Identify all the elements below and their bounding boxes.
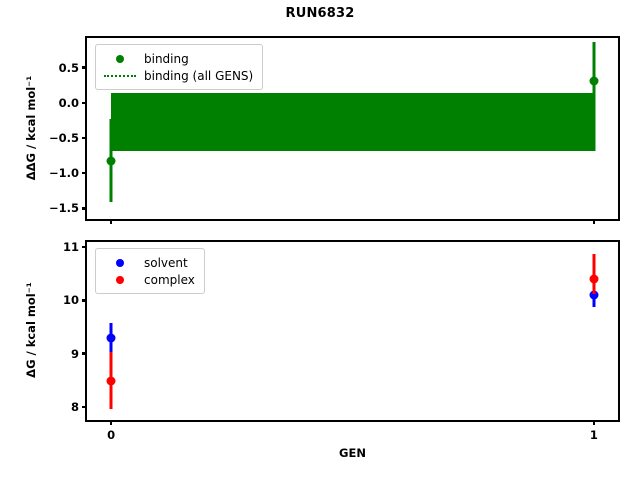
solvent-data-point <box>106 333 116 343</box>
y-tick-label: 0.0 <box>58 95 79 110</box>
x-tick <box>592 420 595 425</box>
bottom-panel-y-axis-label: ΔG / kcal mol⁻¹ <box>24 282 38 378</box>
bottom-panel-plot-area <box>87 242 618 420</box>
y-tick <box>82 352 87 355</box>
legend-item-solvent: solvent <box>103 254 195 271</box>
y-tick-label: −0.5 <box>48 131 79 145</box>
y-tick-label: 11 <box>62 240 79 255</box>
bottom-panel-legend: solvent complex <box>95 248 205 294</box>
x-axis-label: GEN <box>339 446 366 460</box>
legend-label: binding (all GENS) <box>144 68 254 83</box>
y-tick <box>82 246 87 249</box>
complex-marker-icon <box>103 275 137 284</box>
x-tick-label: 1 <box>589 428 598 442</box>
x-tick <box>110 420 113 425</box>
solvent-data-point <box>589 290 599 300</box>
top-panel-axes: binding binding (all GENS) ΔΔG / kcal mo… <box>24 36 620 224</box>
x-tick-label: 0 <box>107 428 116 442</box>
y-tick <box>82 66 87 69</box>
complex-error-bar <box>592 254 596 295</box>
legend-label: complex <box>144 272 195 287</box>
legend-item-binding: binding <box>103 50 253 67</box>
binding-error-bar <box>592 41 596 151</box>
y-tick-label: 9 <box>70 346 79 361</box>
top-panel-legend: binding binding (all GENS) <box>95 44 264 90</box>
y-tick-label: 10 <box>62 293 79 308</box>
y-tick <box>82 136 87 140</box>
legend-label: solvent <box>144 255 188 270</box>
page-title: RUN6832 <box>285 6 355 21</box>
legend-item-complex: complex <box>103 271 195 288</box>
y-tick <box>82 405 87 408</box>
y-tick <box>82 207 87 210</box>
y-tick <box>82 299 87 302</box>
legend-label: binding <box>144 51 189 66</box>
solvent-marker-icon <box>103 258 137 267</box>
binding-data-point <box>589 76 599 86</box>
binding-all-gens-band <box>111 92 594 151</box>
dotted-line-icon <box>103 74 137 77</box>
top-panel-y-axis-label: ΔΔG / kcal mol⁻¹ <box>24 75 38 180</box>
x-tick <box>110 219 113 224</box>
binding-marker-icon <box>103 54 137 63</box>
binding-data-point <box>106 156 116 166</box>
complex-data-point <box>106 376 116 386</box>
bottom-panel-axes: solvent complex ΔG / kcal mol⁻¹ 8 9 10 11 0 1 <box>24 240 620 442</box>
y-tick <box>82 101 87 104</box>
legend-item-binding-all-gens: binding (all GENS) <box>103 67 253 84</box>
x-tick <box>592 219 595 224</box>
top-panel-plot-area <box>87 38 618 219</box>
y-tick-label: 0.5 <box>58 60 79 75</box>
y-tick-label: −1.5 <box>48 201 79 216</box>
y-tick-label: 8 <box>70 399 79 414</box>
y-tick <box>82 172 87 175</box>
complex-data-point <box>589 274 599 284</box>
y-tick-label: −1.0 <box>48 166 79 181</box>
